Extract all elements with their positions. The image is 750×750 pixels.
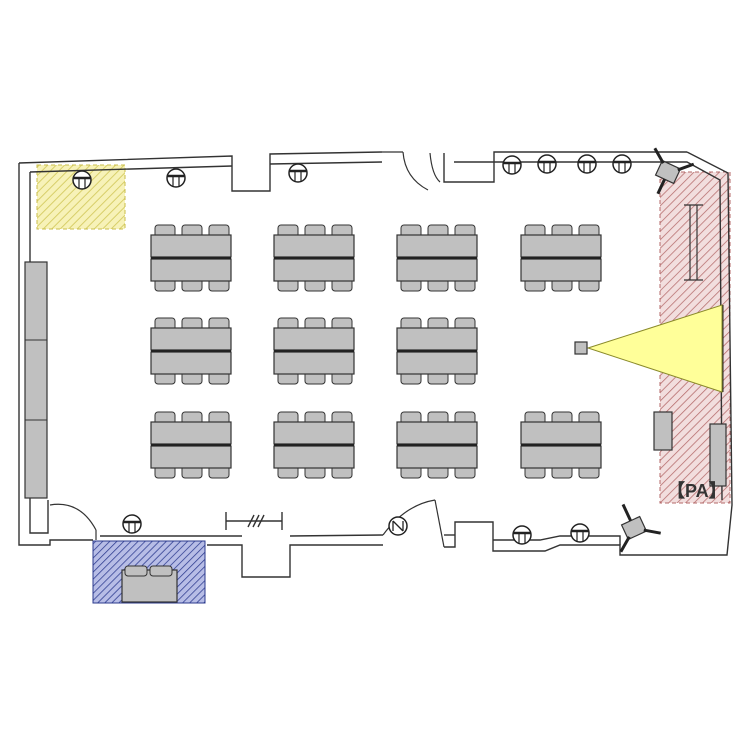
table-groups	[150, 224, 602, 479]
table	[150, 258, 232, 282]
ceiling-light-icon	[122, 514, 142, 534]
table-group	[273, 317, 355, 385]
ceiling-light-icon	[537, 154, 557, 174]
ceiling-light-icon	[502, 155, 522, 175]
room-walls	[18, 151, 733, 578]
table	[273, 351, 355, 375]
speaker-icon	[619, 503, 661, 553]
table	[150, 234, 232, 258]
table-group	[396, 411, 478, 479]
table	[396, 234, 478, 258]
table-group	[520, 224, 602, 292]
equipment-rack	[684, 204, 703, 281]
table	[520, 258, 602, 282]
sofa-set	[121, 565, 178, 603]
table	[150, 421, 232, 445]
ceiling-lights	[72, 154, 632, 545]
ceiling-light-icon	[166, 168, 186, 188]
table-group	[520, 411, 602, 479]
pa-cabinet-right	[709, 423, 727, 487]
ceiling-light-icon	[72, 170, 92, 190]
ceiling-light-icon	[577, 154, 597, 174]
wall-rail	[225, 512, 283, 530]
table	[396, 258, 478, 282]
table-group	[150, 317, 232, 385]
table	[396, 421, 478, 445]
ceiling-light-icon	[288, 163, 308, 183]
table	[273, 421, 355, 445]
table	[150, 351, 232, 375]
table-group	[150, 411, 232, 479]
table	[396, 445, 478, 469]
table-group	[396, 224, 478, 292]
pa-cabinet-left	[653, 411, 673, 451]
top-door	[382, 151, 441, 191]
left-wall-cabinet	[24, 261, 48, 499]
table	[150, 327, 232, 351]
ceiling-light-icon	[388, 516, 408, 536]
bottom-right-door	[382, 499, 445, 548]
table	[520, 421, 602, 445]
table	[273, 258, 355, 282]
table-group	[273, 224, 355, 292]
table	[273, 327, 355, 351]
bottom-left-door	[49, 503, 97, 540]
table	[396, 351, 478, 375]
ceiling-light-icon	[570, 523, 590, 543]
ceiling-light-icon	[512, 525, 532, 545]
table	[150, 445, 232, 469]
projector-icon	[574, 341, 588, 355]
table-group	[396, 317, 478, 385]
speaker-icon	[653, 147, 695, 195]
pa-label: 【PA】	[667, 481, 727, 501]
ceiling-light-icon	[612, 154, 632, 174]
table	[273, 234, 355, 258]
table	[520, 445, 602, 469]
table	[520, 234, 602, 258]
projection-beam	[586, 304, 723, 393]
table	[396, 327, 478, 351]
table-group	[150, 224, 232, 292]
table	[273, 445, 355, 469]
table-group	[273, 411, 355, 479]
